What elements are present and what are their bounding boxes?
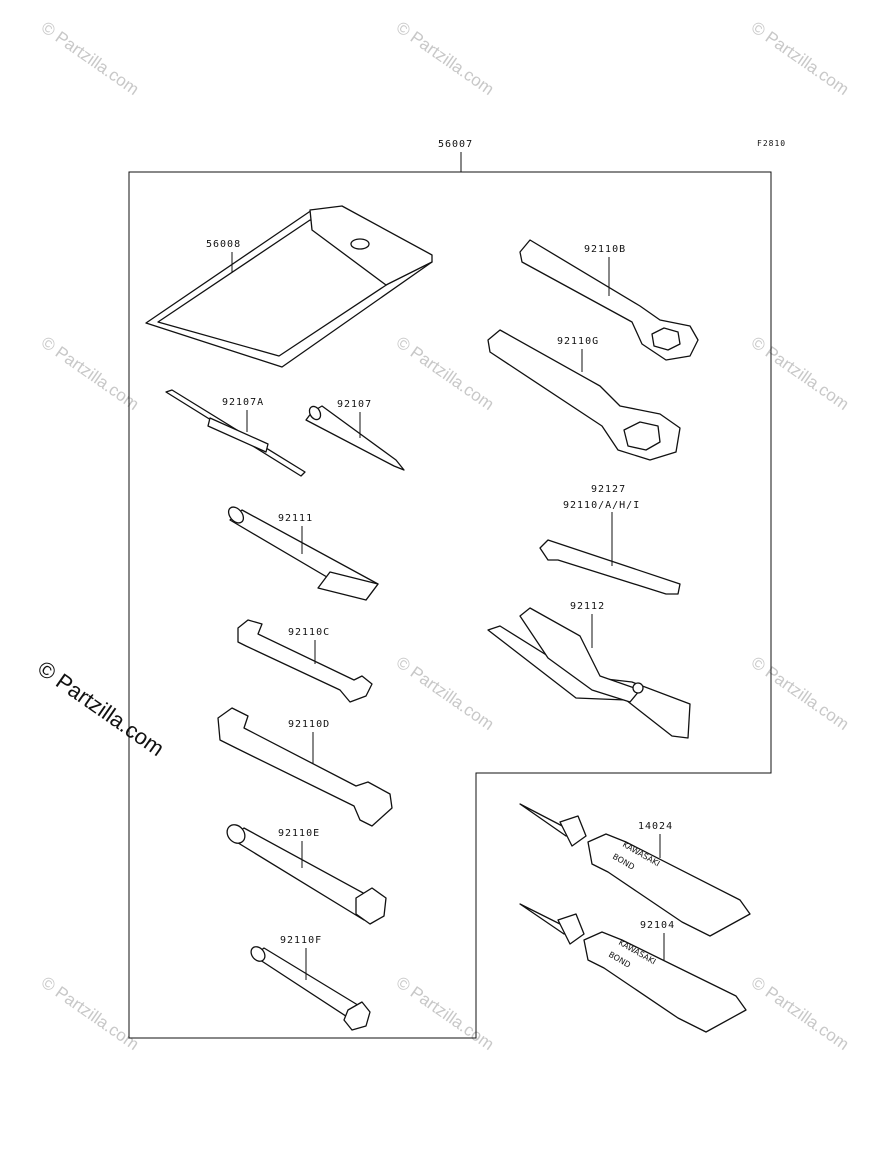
part-label-92104: 92104 — [640, 920, 675, 931]
watermark-text: © Partzilla.com — [38, 333, 143, 414]
wrench-92110c[interactable]: 92110C — [237, 619, 373, 703]
part-label-92111: 92111 — [278, 513, 313, 524]
ring-wrench-92110g[interactable]: 92110G — [487, 329, 681, 461]
watermark-text: © Partzilla.com — [38, 973, 143, 1054]
screwdriver-92107[interactable]: 92107 — [305, 399, 405, 471]
pliers-92112[interactable]: 92112 — [487, 601, 691, 739]
part-label-92110b: 92110B — [584, 244, 626, 255]
handle-92111[interactable]: 92111 — [226, 504, 379, 601]
box-wrench-92110e[interactable]: 92110E — [223, 821, 387, 925]
part-label-92110c: 92110C — [288, 627, 330, 638]
bond-tube-14024[interactable]: KAWASAKI BOND 14024 — [519, 803, 751, 937]
ring-wrench-92110b[interactable]: 92110B — [519, 239, 699, 361]
part-label-92127: 92127 — [591, 484, 626, 495]
part-label-56007: 56007 — [438, 139, 473, 150]
part-label-14024: 14024 — [638, 821, 673, 832]
watermark-text: © Partzilla.com — [748, 653, 853, 734]
watermark-text: © Partzilla.com — [748, 333, 853, 414]
watermark-text: © Partzilla.com — [393, 653, 498, 734]
part-label-92110d: 92110D — [288, 719, 330, 730]
watermark-text: © Partzilla.com — [748, 973, 853, 1054]
part-label-92110ahi: 92110/A/H/I — [563, 500, 640, 511]
watermark-main: © Partzilla.com — [33, 656, 169, 762]
watermark-text: © Partzilla.com — [393, 973, 498, 1054]
kit-outline — [128, 171, 772, 1039]
part-label-92107a: 92107A — [222, 397, 264, 408]
watermark-text: © Partzilla.com — [393, 18, 498, 99]
part-label-92107: 92107 — [337, 399, 372, 410]
watermark-text: © Partzilla.com — [393, 333, 498, 414]
tool-pouch[interactable]: 56008 — [145, 205, 433, 368]
wrench-92110d[interactable]: 92110D — [217, 707, 393, 827]
box-wrench-92110f[interactable]: 92110F — [248, 935, 371, 1031]
watermark-text: © Partzilla.com — [38, 18, 143, 99]
part-label-56008: 56008 — [206, 239, 241, 250]
screwdriver-bit-92107a[interactable]: 92107A — [165, 389, 306, 477]
part-label-92110f: 92110F — [280, 935, 322, 946]
watermark-text: © Partzilla.com — [748, 18, 853, 99]
figure-code: F2810 — [757, 139, 786, 148]
hex-key-92127[interactable]: 92127 92110/A/H/I — [539, 484, 681, 595]
part-label-92110e: 92110E — [278, 828, 320, 839]
part-label-92110g: 92110G — [557, 336, 599, 347]
part-label-92112: 92112 — [570, 601, 605, 612]
